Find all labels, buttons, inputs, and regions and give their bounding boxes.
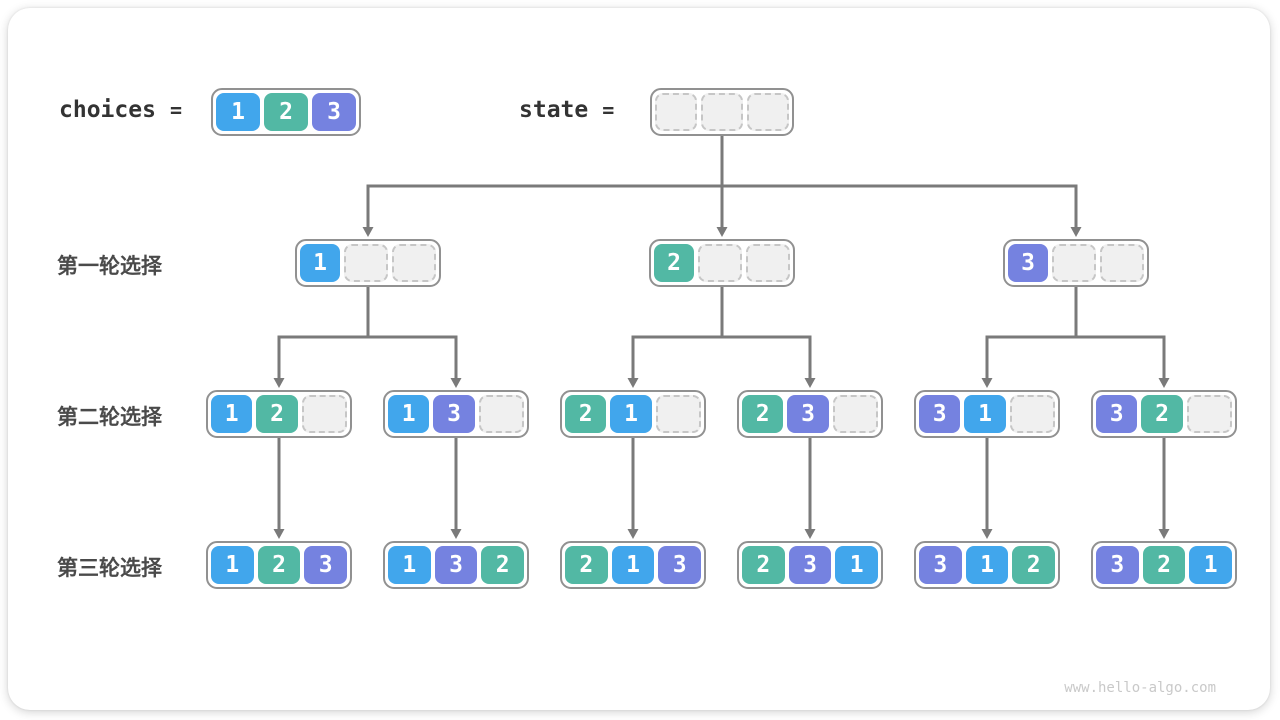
empty-slot <box>301 395 347 433</box>
value-cell-1: 1 <box>388 395 430 433</box>
empty-slot <box>1052 244 1096 282</box>
watermark: www.hello-algo.com <box>1064 680 1216 696</box>
empty-slot <box>832 395 878 433</box>
empty-slot <box>478 395 524 433</box>
empty-slot <box>701 93 743 131</box>
state-label-text: state <box>519 97 589 123</box>
state-array <box>650 88 794 136</box>
row-label-round-1: 第一轮选择 <box>57 255 162 278</box>
empty-slot <box>698 244 742 282</box>
diagram-card <box>8 8 1270 710</box>
empty-slot <box>1100 244 1144 282</box>
value-cell-2: 2 <box>742 546 785 584</box>
tree-node-round1-3: 3 <box>1003 239 1149 287</box>
empty-slot <box>344 244 388 282</box>
row-label-round-2: 第二轮选择 <box>57 406 162 429</box>
choices-label: choices = <box>59 97 182 123</box>
empty-slot <box>746 244 790 282</box>
value-cell-1: 1 <box>300 244 340 282</box>
empty-slot <box>655 395 701 433</box>
value-cell-2: 2 <box>654 244 694 282</box>
value-cell-1: 1 <box>965 546 1009 584</box>
empty-slot <box>655 93 697 131</box>
value-cell-1: 1 <box>216 93 260 131</box>
value-cell-1: 1 <box>388 546 431 584</box>
value-cell-2: 2 <box>1142 546 1186 584</box>
value-cell-3: 3 <box>919 546 962 584</box>
empty-slot <box>1009 395 1055 433</box>
value-cell-3: 3 <box>788 546 832 584</box>
value-cell-2: 2 <box>742 395 784 433</box>
value-cell-1: 1 <box>1189 546 1233 584</box>
value-cell-1: 1 <box>610 395 652 433</box>
empty-slot <box>747 93 789 131</box>
value-cell-2: 2 <box>1141 395 1183 433</box>
state-label: state = <box>519 97 614 123</box>
value-cell-2: 2 <box>565 546 608 584</box>
value-cell-3: 3 <box>1096 395 1138 433</box>
value-cell-1: 1 <box>611 546 655 584</box>
tree-node-round1-2: 2 <box>649 239 795 287</box>
value-cell-3: 3 <box>1008 244 1048 282</box>
choices-label-text: choices <box>59 97 156 123</box>
value-cell-2: 2 <box>481 546 525 584</box>
value-cell-3: 3 <box>787 395 829 433</box>
value-cell-2: 2 <box>1012 546 1056 584</box>
choices-equals-sign: = <box>169 98 182 122</box>
value-cell-1: 1 <box>964 395 1006 433</box>
value-cell-3: 3 <box>312 93 356 131</box>
value-cell-3: 3 <box>919 395 961 433</box>
value-cell-1: 1 <box>211 546 254 584</box>
value-cell-3: 3 <box>434 546 478 584</box>
tree-node-round1-1: 1 <box>295 239 441 287</box>
value-cell-3: 3 <box>304 546 348 584</box>
empty-slot <box>1186 395 1232 433</box>
value-cell-2: 2 <box>565 395 607 433</box>
value-cell-1: 1 <box>835 546 879 584</box>
value-cell-2: 2 <box>257 546 301 584</box>
value-cell-3: 3 <box>433 395 475 433</box>
value-cell-3: 3 <box>658 546 702 584</box>
value-cell-3: 3 <box>1096 546 1139 584</box>
value-cell-1: 1 <box>211 395 253 433</box>
empty-slot <box>392 244 436 282</box>
value-cell-2: 2 <box>256 395 298 433</box>
row-label-round-3: 第三轮选择 <box>57 557 162 580</box>
state-equals-sign: = <box>602 98 615 122</box>
value-cell-2: 2 <box>264 93 308 131</box>
